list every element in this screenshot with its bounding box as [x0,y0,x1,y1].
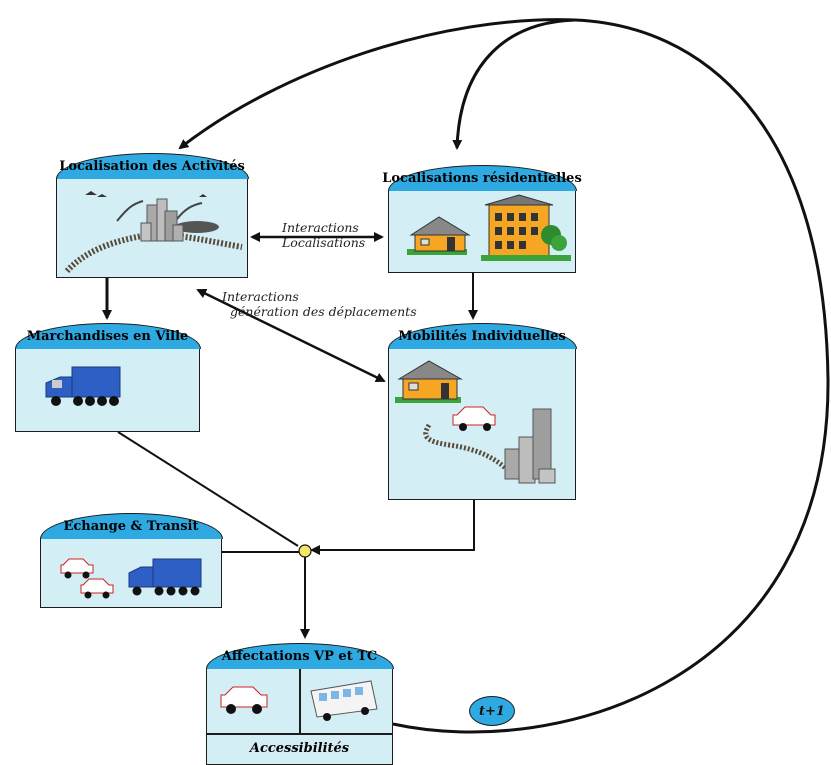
box-localisation-activites: Localisation des Activités [55,153,249,278]
box-title: Echange & Transit [63,519,199,534]
box-title: Mobilités Individuelles [398,329,566,344]
box-affectations-vp-tc: Affectations VP et TC Accessibilités [205,643,394,765]
box-title: Localisations résidentielles [382,171,582,186]
cars-truck-icon [60,558,202,599]
car-icon [220,686,268,714]
time-step-badge: t+1 [469,696,515,726]
box-title: Affectations VP et TC [221,649,378,664]
city-landscape-icon [64,191,243,274]
residential-houses-icon [407,194,571,261]
box-mobilites-individuelles: Mobilités Individuelles [387,323,577,500]
time-step-label: t+1 [479,703,505,719]
marchandises-to-junction-line [117,431,299,547]
box-title: Localisation des Activités [59,159,245,174]
interactions-label-line1: Interactions [282,220,359,235]
interactions-generation-label: Interactions génération des déplacements [222,289,417,319]
horizontal-divider [207,733,392,735]
feedback-to-residential-arrow [452,18,576,150]
accessibilites-label: Accessibilités [249,741,350,756]
interactions-label-line2: Localisations [282,235,366,250]
truck-icon [45,366,121,406]
interactions-gen-line2: génération des déplacements [230,304,417,319]
box-echange-transit: Echange & Transit [39,513,223,608]
feedback-loop-arrow [178,18,830,734]
junction-node [298,544,312,558]
house-car-city-icon [395,360,556,484]
interactions-localisations-label: Interactions Localisations [282,220,365,250]
box-title: Marchandises en Ville [26,329,189,344]
mobilites-to-junction-line [310,500,475,555]
interactions-generation-arrow [196,288,386,383]
interactions-gen-line1: Interactions [222,289,299,304]
box-marchandises-en-ville: Marchandises en Ville [14,323,201,432]
bus-icon [310,680,378,721]
box-localisations-residentielles: Localisations résidentielles [382,165,582,273]
vertical-divider [299,669,301,733]
